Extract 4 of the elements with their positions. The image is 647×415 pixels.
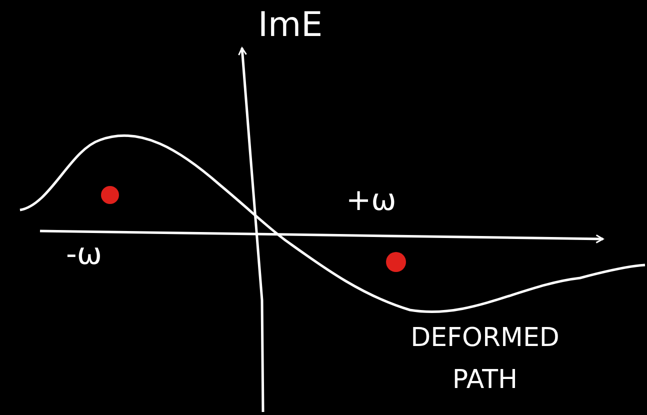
frequency-label: -ω xyxy=(66,236,102,274)
curve-caption: DEFORMED PATH xyxy=(410,322,560,397)
axis-label: ImE xyxy=(258,4,323,46)
frequency-label: +ω xyxy=(346,182,396,220)
